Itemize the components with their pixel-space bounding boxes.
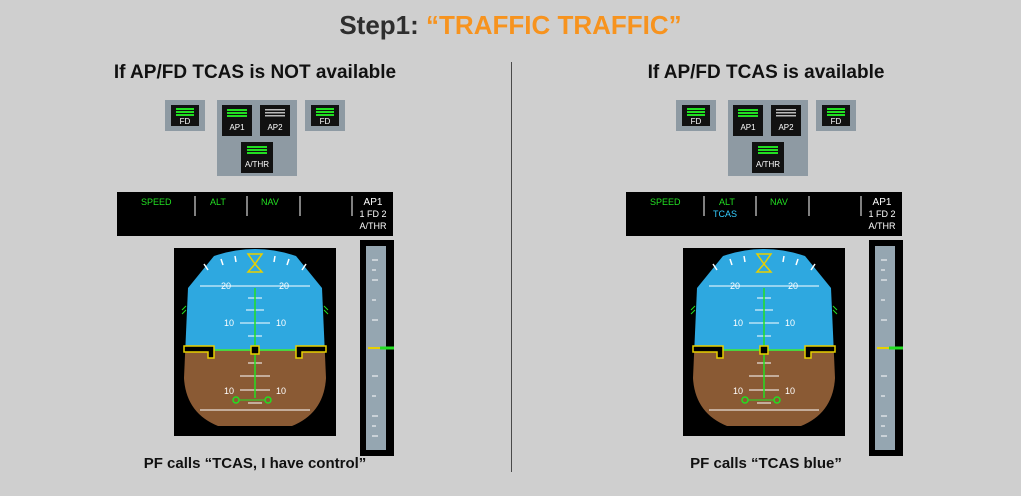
fd-left-label: FD (180, 117, 191, 126)
step-title-prefix: Step1: (339, 10, 427, 40)
panel-heading: If AP/FD TCAS is NOT available (113, 62, 397, 83)
vertical-speed-tape (360, 240, 394, 456)
fd-right-label: FD (320, 117, 331, 126)
panel-heading: If AP/FD TCAS is available (647, 62, 885, 83)
bank-scale (712, 255, 816, 271)
pitch-label: 10 (785, 386, 795, 396)
bank-scale (203, 255, 307, 271)
ap2-label: AP2 (778, 123, 794, 132)
pitch-label: 20 (279, 281, 289, 291)
fma-nav: NAV (770, 197, 788, 207)
pitch-label: 10 (276, 386, 286, 396)
fma-fd: 1 FD 2 (868, 209, 895, 219)
panel-right: If AP/FD TCAS is available FD AP1 AP2 (511, 0, 1021, 496)
pitch-label: 10 (733, 318, 743, 328)
panel-caption: PF calls “TCAS blue” (690, 455, 842, 472)
panel-left: If AP/FD TCAS is NOT available FD AP1 AP… (0, 0, 510, 496)
fd-left-button[interactable]: FD (165, 100, 205, 131)
athr-label: A/THR (756, 160, 780, 169)
pitch-label: 10 (224, 386, 234, 396)
pitch-label: 20 (730, 281, 740, 291)
fma-alt-sub: TCAS (713, 209, 737, 219)
ap2-label: AP2 (267, 123, 283, 132)
aircraft-symbol-icon (183, 345, 327, 359)
fma-speed: SPEED (650, 197, 681, 207)
attitude-indicator: 20 20 10 10 10 10 (683, 248, 845, 436)
bank-pointer-icon (246, 253, 264, 273)
fma-ap1: AP1 (873, 197, 892, 208)
pitch-label: 20 (788, 281, 798, 291)
panel-caption: PF calls “TCAS, I have control” (143, 455, 367, 472)
fma-display: SPEED ALT NAV AP1 1 FD 2 A/THR (117, 192, 393, 236)
ap1-label: AP1 (740, 123, 756, 132)
pitch-label: 10 (276, 318, 286, 328)
fma-nav: NAV (261, 197, 279, 207)
bank-pointer-icon (755, 253, 773, 273)
ap1-button[interactable]: AP1 (222, 105, 252, 136)
panel-divider (511, 62, 512, 472)
fd-left-label: FD (691, 117, 702, 126)
pitch-label: 20 (221, 281, 231, 291)
aircraft-symbol-icon (692, 345, 836, 359)
fd-right-button[interactable]: FD (816, 100, 856, 131)
vertical-speed-tape (869, 240, 903, 456)
fma-fd: 1 FD 2 (359, 209, 386, 219)
pitch-label: 10 (224, 318, 234, 328)
pitch-label: 10 (733, 386, 743, 396)
fd-right-button[interactable]: FD (305, 100, 345, 131)
ap2-button[interactable]: AP2 (260, 105, 290, 136)
ap2-button[interactable]: AP2 (771, 105, 801, 136)
athr-button[interactable]: A/THR (752, 142, 784, 173)
ap1-button[interactable]: AP1 (733, 105, 763, 136)
fma-alt: ALT (210, 197, 226, 207)
fma-display: SPEED ALT TCAS NAV AP1 1 FD 2 A/THR (626, 192, 902, 236)
fcu-panel: FD AP1 AP2 FD A/T (676, 100, 856, 176)
ap1-label: AP1 (229, 123, 245, 132)
step-title-callout: “TRAFFIC TRAFFIC” (426, 10, 682, 40)
pitch-label: 10 (785, 318, 795, 328)
attitude-indicator: 20 20 10 10 10 10 (174, 248, 336, 436)
fma-ap1: AP1 (364, 197, 383, 208)
fma-alt: ALT (719, 197, 735, 207)
athr-label: A/THR (245, 160, 269, 169)
fcu-panel: FD AP1 AP2 FD A/T (165, 100, 345, 176)
fma-athr: A/THR (360, 221, 388, 231)
fd-right-label: FD (831, 117, 842, 126)
fma-speed: SPEED (141, 197, 172, 207)
fma-athr: A/THR (869, 221, 897, 231)
fd-left-button[interactable]: FD (676, 100, 716, 131)
step-title: Step1: “TRAFFIC TRAFFIC” (0, 10, 1021, 41)
athr-button[interactable]: A/THR (241, 142, 273, 173)
